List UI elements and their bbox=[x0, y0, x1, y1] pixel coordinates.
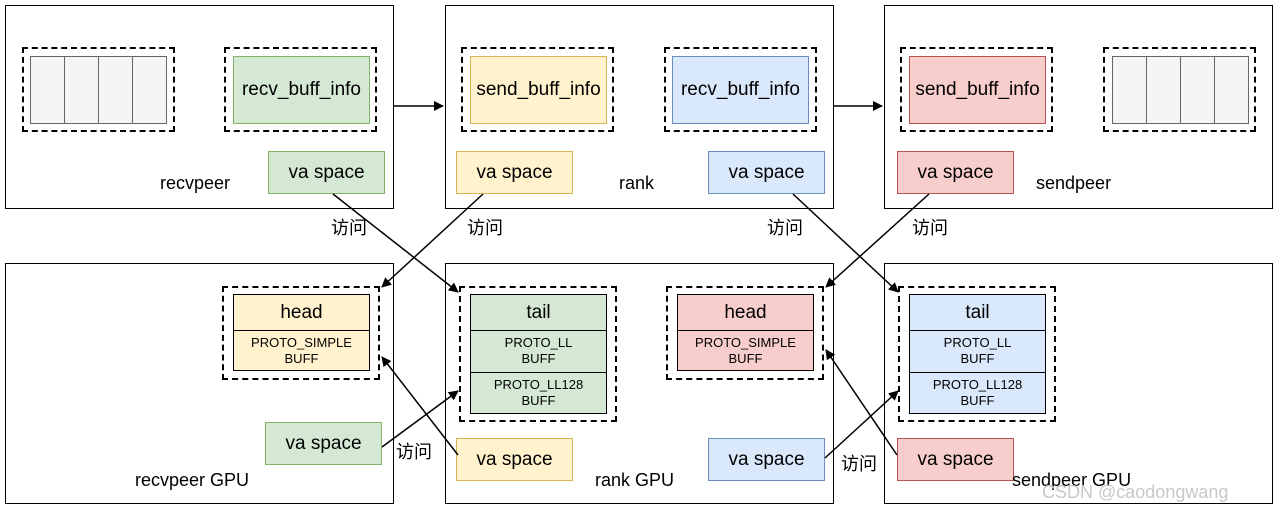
sendpeer-gpu-tail-stack: tail PROTO_LL BUFF PROTO_LL128 BUFF bbox=[909, 294, 1046, 414]
rank-recv-buff-info-group bbox=[664, 47, 817, 132]
proto-ll128-buff: PROTO_LL128 BUFF bbox=[910, 371, 1045, 413]
buffer-cell bbox=[31, 57, 65, 123]
rank-gpu-tail-group bbox=[459, 286, 617, 422]
rank-gpu-tail-stack: tail PROTO_LL BUFF PROTO_LL128 BUFF bbox=[470, 294, 607, 414]
buffer-cell bbox=[1215, 57, 1248, 123]
access-label: 访问 bbox=[912, 218, 948, 239]
proto-ll-buff: PROTO_LL BUFF bbox=[471, 330, 606, 372]
sendpeer-gpu-label: sendpeer GPU bbox=[1012, 470, 1132, 490]
sendpeer-buffer-cells bbox=[1112, 56, 1249, 124]
head-title: head bbox=[280, 301, 323, 323]
proto-ll-buff: PROTO_LL BUFF bbox=[910, 330, 1045, 372]
rank-gpu-va-space-right: va space bbox=[708, 438, 825, 481]
buffer-cell bbox=[1147, 57, 1181, 123]
recvpeer-gpu-va-space: va space bbox=[265, 422, 382, 465]
rank-gpu-label: rank GPU bbox=[595, 470, 675, 490]
recvpeer-gpu-head-group bbox=[222, 286, 380, 380]
sendpeer-va-space: va space bbox=[897, 151, 1014, 194]
sendpeer-send-buff-info: send_buff_info bbox=[909, 56, 1046, 124]
rank-send-buff-info: send_buff_info bbox=[470, 56, 607, 124]
access-label: 访问 bbox=[767, 218, 803, 239]
recvpeer-gpu-head-stack: head PROTO_SIMPLE BUFF bbox=[233, 294, 370, 371]
sendpeer-buff-info-group bbox=[900, 47, 1053, 132]
buffer-cell bbox=[1113, 57, 1147, 123]
recvpeer-buffer-cells bbox=[30, 56, 167, 124]
sendpeer-gpu-va-space: va space bbox=[897, 438, 1014, 481]
recvpeer-label: recvpeer bbox=[160, 173, 231, 193]
rank-send-buff-info-group bbox=[461, 47, 614, 132]
proto-ll128-buff: PROTO_LL128 BUFF bbox=[471, 371, 606, 413]
proto-simple-buff: PROTO_SIMPLE BUFF bbox=[234, 330, 369, 370]
recvpeer-va-space: va space bbox=[268, 151, 385, 194]
tail-title: tail bbox=[526, 301, 551, 323]
proto-simple-buff: PROTO_SIMPLE BUFF bbox=[678, 330, 813, 370]
sendpeer-label: sendpeer bbox=[1036, 173, 1112, 193]
buffer-cell bbox=[65, 57, 99, 123]
sendpeer-buffer-group bbox=[1103, 47, 1256, 132]
rank-va-space-left: va space bbox=[456, 151, 573, 194]
buffer-cell bbox=[133, 57, 166, 123]
access-label: 访问 bbox=[841, 454, 877, 475]
sendpeer-gpu-tail-group bbox=[898, 286, 1056, 422]
rank-va-space-right: va space bbox=[708, 151, 825, 194]
watermark: CSDN @caodongwang bbox=[1042, 482, 1229, 502]
rank-gpu-head-group bbox=[666, 286, 824, 380]
recvpeer-buff-info-group bbox=[224, 47, 377, 132]
access-label: 访问 bbox=[331, 218, 367, 239]
rank-gpu-head-stack: head PROTO_SIMPLE BUFF bbox=[677, 294, 814, 371]
buffer-cell bbox=[1181, 57, 1215, 123]
recvpeer-recv-buff-info: recv_buff_info bbox=[233, 56, 370, 124]
rank-label: rank bbox=[619, 173, 655, 193]
recvpeer-buffer-group bbox=[22, 47, 175, 132]
tail-title: tail bbox=[965, 301, 990, 323]
recvpeer-gpu-label: recvpeer GPU bbox=[135, 470, 250, 490]
access-label: 访问 bbox=[396, 442, 432, 463]
access-label: 访问 bbox=[467, 218, 503, 239]
rank-gpu-va-space-left: va space bbox=[456, 438, 573, 481]
head-title: head bbox=[724, 301, 767, 323]
buffer-cell bbox=[99, 57, 133, 123]
rank-recv-buff-info: recv_buff_info bbox=[672, 56, 809, 124]
